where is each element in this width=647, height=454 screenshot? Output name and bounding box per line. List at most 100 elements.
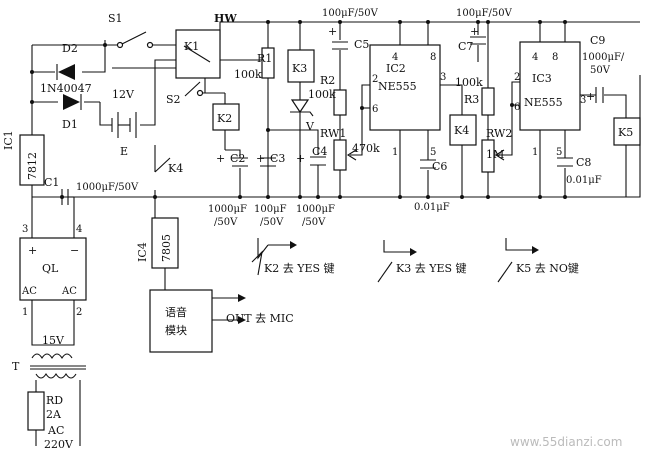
- r2-body: [333, 89, 347, 116]
- rw2-body: [481, 139, 495, 173]
- cap-c9: [595, 87, 604, 103]
- ic3-pin5: 5: [556, 147, 562, 158]
- cap-c8: [557, 157, 573, 167]
- c2-plus: +: [216, 152, 225, 165]
- cap-c7: [470, 36, 486, 45]
- c7-plus: +: [470, 25, 479, 38]
- rw1-label: RW1: [320, 127, 346, 140]
- s1-switch: [121, 31, 147, 45]
- r1-value: 100k: [234, 68, 262, 81]
- ql-pin1: 1: [22, 307, 28, 318]
- c2-label: C2: [230, 152, 245, 165]
- ic2-body: [369, 44, 441, 131]
- watermark: www.55dianzi.com: [510, 435, 622, 449]
- rw2-value: 1M: [486, 148, 504, 161]
- ic4-body: [151, 217, 179, 269]
- ic3-body: [519, 41, 581, 131]
- rw1-value: 470k: [352, 142, 380, 155]
- ic3-pin2: 2: [514, 72, 520, 83]
- rectifier-body: [19, 237, 87, 301]
- ic2-part: NE555: [378, 80, 417, 93]
- c7-value: 100μF/50V: [456, 8, 513, 19]
- k3-label: K3: [292, 62, 307, 75]
- ql-pin4: 4: [76, 224, 82, 235]
- cap-c5: [332, 41, 348, 50]
- d1-symbol: [63, 94, 80, 110]
- k2-body: [212, 103, 240, 131]
- c4-value-1: 1000μF: [296, 204, 335, 215]
- c9-plus: +: [586, 90, 595, 103]
- components: [19, 20, 641, 431]
- k5-output-label: K5 去 NO键: [516, 261, 579, 275]
- voice-module-out: OUT 去 MIC: [226, 312, 294, 325]
- ql-label: QL: [42, 262, 59, 275]
- ic3-pin8: 8: [552, 52, 558, 63]
- rw2-label: RW2: [486, 127, 512, 140]
- c4-value-2: /50V: [302, 217, 326, 228]
- c7-label: C7: [458, 40, 473, 53]
- c3-label: C3: [270, 152, 285, 165]
- cap-c6: [420, 159, 436, 169]
- r2-label: R2: [320, 74, 335, 87]
- transformer-label: T: [12, 360, 20, 373]
- ic2-pin3: 3: [440, 72, 446, 83]
- rw2-wiper-arrow: [494, 149, 505, 161]
- hw-label: HW: [214, 12, 237, 25]
- c4-plus: +: [296, 152, 305, 165]
- ql-ac-right: AC: [61, 286, 77, 297]
- c8-label: C8: [576, 156, 591, 169]
- voice-module-line1: 语音: [165, 305, 187, 319]
- s2-switch: [184, 81, 201, 97]
- c1-label: C1: [44, 176, 59, 189]
- zener-symbol: [290, 99, 310, 114]
- ql-pin2: 2: [76, 307, 82, 318]
- ic1-label: IC1: [2, 130, 15, 150]
- ql-pin3: 3: [22, 224, 28, 235]
- k4-label: K4: [454, 124, 469, 137]
- ic2-pin5: 5: [430, 147, 436, 158]
- fuse-body: [27, 391, 45, 431]
- transformer-secondary-voltage: 15V: [42, 334, 65, 347]
- k2-output-contact: [251, 238, 297, 276]
- ic1-body: [19, 134, 45, 186]
- c6-value: 0.01μF: [414, 202, 450, 213]
- cap-c4: [310, 156, 326, 166]
- ic3-pin3: 3: [580, 95, 586, 106]
- c9-label: C9: [590, 34, 605, 47]
- ql-ac-left: AC: [21, 286, 37, 297]
- c9-value-2: 50V: [590, 65, 611, 76]
- c1-value: 1000μF/50V: [76, 182, 139, 193]
- r1-label: R1: [257, 52, 272, 65]
- voice-module-line2: 模块: [165, 324, 187, 337]
- k5-label: K5: [618, 126, 633, 139]
- ic2-pin2: 2: [372, 74, 378, 85]
- ic2-pin8: 8: [430, 52, 436, 63]
- s2-label: S2: [166, 93, 181, 106]
- ic4-part: 7805: [160, 234, 173, 262]
- r3-label: R3: [464, 93, 479, 106]
- c5-plus: +: [328, 25, 337, 38]
- r1-body: [261, 47, 275, 79]
- c2-value-2: /50V: [214, 217, 238, 228]
- ql-minus: −: [70, 244, 79, 257]
- d1-label: D1: [62, 118, 78, 131]
- fuse-rating: 2A: [46, 408, 62, 421]
- ic2-pin6: 6: [372, 104, 378, 115]
- transformer-primary: [35, 372, 77, 379]
- transformer-secondary: [31, 353, 73, 360]
- k5-output-contact: [497, 238, 539, 283]
- ic2-pin1: 1: [392, 147, 398, 158]
- rw1-wiper-arrow: [346, 149, 357, 161]
- c3-value-2: /50V: [260, 217, 284, 228]
- d2-label: D2: [62, 42, 78, 55]
- mains-line2: 220V: [44, 438, 74, 451]
- k3-output-contact: [377, 240, 417, 283]
- junction-dots: [30, 20, 567, 199]
- zener-label: V: [305, 120, 315, 133]
- ic4-label: IC4: [136, 242, 149, 262]
- cap-c2: [232, 157, 248, 167]
- ic2-pin4: 4: [392, 52, 398, 63]
- c2-value-1: 1000μF: [208, 204, 247, 215]
- c5-label: C5: [354, 38, 369, 51]
